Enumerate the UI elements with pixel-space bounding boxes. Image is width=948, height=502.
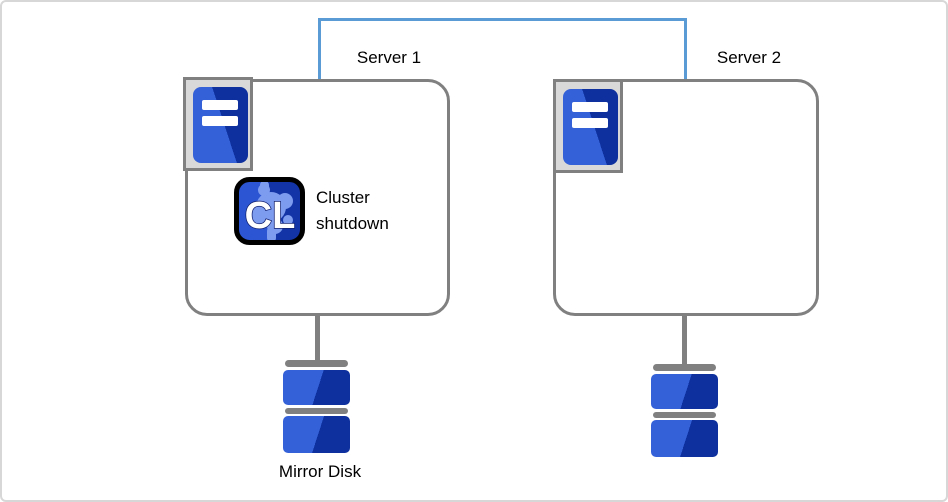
disk-platter [283,416,350,453]
server-tower-shape [193,87,248,163]
server2-label: Server 2 [716,48,782,67]
server1-disk-connector-line [315,315,320,362]
tower-slot-bar [572,118,608,128]
cl-icon-graphic: CL [234,177,305,245]
tower-slot-bar [202,116,238,126]
cluster-shutdown-icon-letters: CL [245,195,296,237]
cluster-blob-shape [248,182,293,240]
cluster-shutdown-icon: CL [234,177,305,245]
server1-label: Server 1 [356,48,422,67]
server1-rack-server-icon [183,77,253,171]
disk-platter [283,370,350,405]
disk-platter [651,374,718,409]
disk-cap [653,364,716,371]
server-tower-shape [563,89,618,165]
server2-disk-connector-line [682,315,687,366]
mirror-disk1-icon [283,359,350,454]
disk-divider [653,412,716,418]
mirror-disk-label: Mirror Disk [278,462,362,481]
cluster-shutdown-label: Cluster shutdown [316,188,389,233]
server2-rack-server-icon [553,79,623,173]
mirror-disk2-icon [651,363,718,458]
disk-divider [285,408,348,414]
server-interconnect-line [318,18,687,79]
tower-slot-bar [202,100,238,110]
disk-platter [651,420,718,457]
disk-cap [285,360,348,367]
tower-slot-bar [572,102,608,112]
